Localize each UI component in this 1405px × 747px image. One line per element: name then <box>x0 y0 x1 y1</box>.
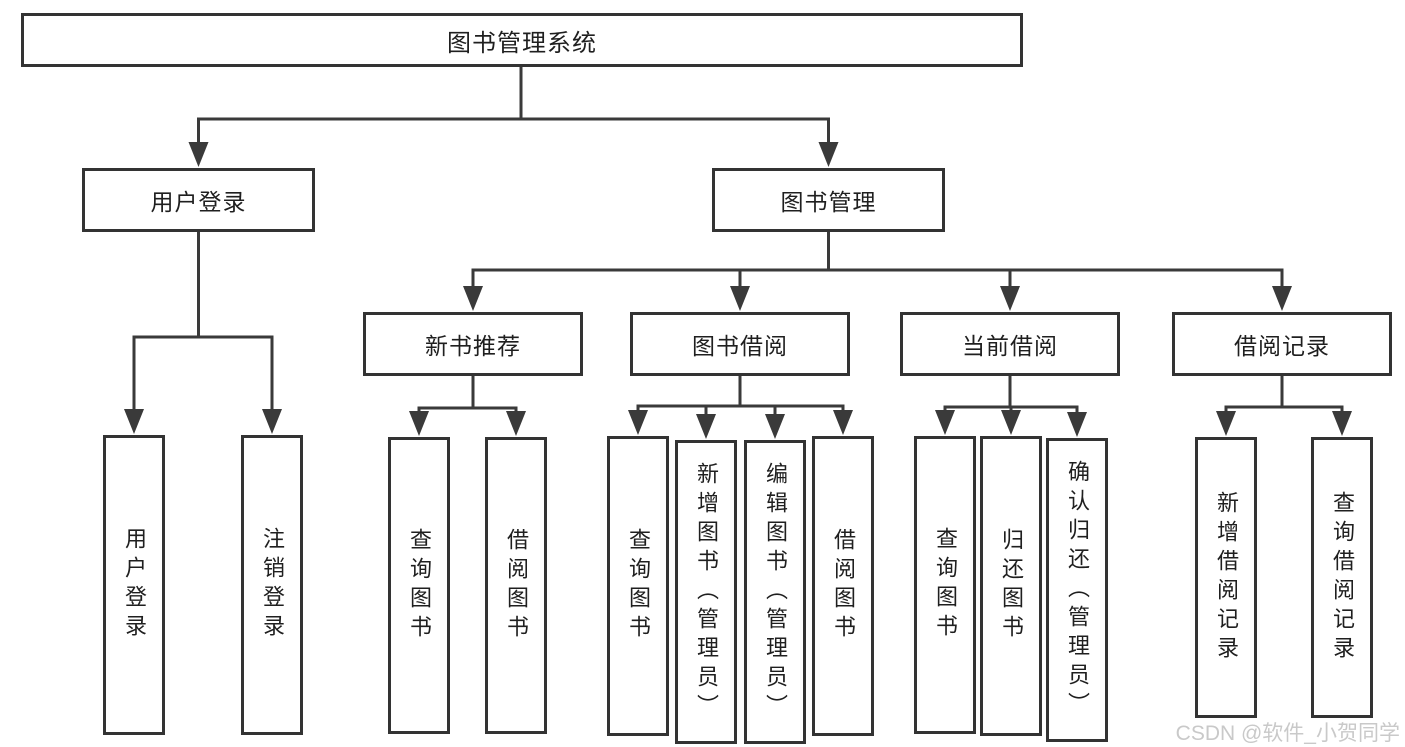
node-label: 编辑图书（管理员） <box>763 461 788 723</box>
leaf-confirm-return-admin: 确认归还（管理员） <box>1046 438 1108 742</box>
leaf-query-borrow-record: 查询借阅记录 <box>1311 437 1373 718</box>
node-label: 借阅记录 <box>1234 333 1330 359</box>
node-label: 新增借阅记录 <box>1214 490 1239 665</box>
node-label: 归还图书 <box>999 528 1024 644</box>
leaf-query-book-borrow: 查询图书 <box>607 436 669 736</box>
node-label: 图书借阅 <box>692 333 788 359</box>
node-library-management-system: 图书管理系统 <box>21 13 1023 67</box>
node-label: 新增图书（管理员） <box>694 461 719 723</box>
leaf-user-login: 用户登录 <box>103 435 165 735</box>
node-label: 当前借阅 <box>962 333 1058 359</box>
leaf-add-book-admin: 新增图书（管理员） <box>675 440 737 744</box>
node-label: 用户登录 <box>122 527 147 643</box>
leaf-borrow-book: 借阅图书 <box>812 436 874 736</box>
leaf-borrow-book-recommend: 借阅图书 <box>485 437 547 734</box>
node-borrow-records: 借阅记录 <box>1172 312 1392 376</box>
node-label: 借阅图书 <box>831 528 856 644</box>
node-label: 新书推荐 <box>425 333 521 359</box>
node-label: 注销登录 <box>260 527 285 643</box>
node-label: 图书管理系统 <box>447 29 597 57</box>
node-label: 确认归还（管理员） <box>1065 459 1090 721</box>
node-book-management-branch: 图书管理 <box>712 168 945 232</box>
leaf-logout: 注销登录 <box>241 435 303 735</box>
node-label: 查询图书 <box>407 527 432 644</box>
leaf-add-borrow-record: 新增借阅记录 <box>1195 437 1257 718</box>
node-label: 查询图书 <box>626 528 651 644</box>
node-user-login-branch: 用户登录 <box>82 168 315 232</box>
leaf-query-book-current: 查询图书 <box>914 436 976 734</box>
node-label: 图书管理 <box>780 189 877 215</box>
node-label: 用户登录 <box>150 189 247 215</box>
leaf-edit-book-admin: 编辑图书（管理员） <box>744 440 806 744</box>
node-label: 借阅图书 <box>504 527 529 644</box>
node-new-book-recommend: 新书推荐 <box>363 312 583 376</box>
leaf-query-book-recommend: 查询图书 <box>388 437 450 734</box>
node-label: 查询图书 <box>933 527 958 643</box>
node-label: 查询借阅记录 <box>1330 490 1355 665</box>
node-current-borrow: 当前借阅 <box>900 312 1120 376</box>
csdn-watermark: CSDN @软件_小贺同学 <box>1175 722 1400 745</box>
node-book-borrow: 图书借阅 <box>630 312 850 376</box>
leaf-return-book: 归还图书 <box>980 436 1042 736</box>
